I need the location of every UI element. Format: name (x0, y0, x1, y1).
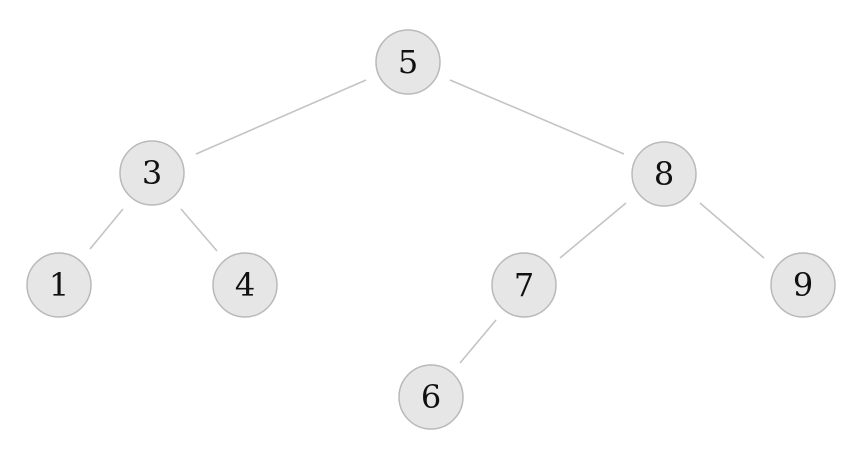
node-label-5: 5 (398, 43, 418, 81)
node-label-4: 4 (235, 266, 255, 304)
edge-5-3 (195, 79, 367, 155)
edge-5-8 (449, 79, 625, 155)
node-label-1: 1 (49, 266, 69, 304)
edge-3-4 (180, 208, 218, 252)
tree-node-4: 4 (212, 252, 278, 318)
node-label-3: 3 (142, 154, 162, 192)
tree-edges (89, 79, 765, 364)
edge-8-7 (559, 202, 627, 259)
tree-node-7: 7 (491, 252, 557, 318)
node-label-8: 8 (654, 155, 674, 193)
edge-8-9 (699, 202, 765, 259)
tree-node-6: 6 (398, 364, 464, 430)
tree-node-5: 5 (375, 29, 441, 95)
edge-3-1 (89, 208, 124, 250)
tree-node-8: 8 (631, 141, 697, 207)
node-label-7: 7 (514, 266, 534, 304)
tree-node-1: 1 (26, 252, 92, 318)
node-label-9: 9 (793, 266, 813, 304)
tree-nodes: 5 3 8 1 4 7 9 6 (26, 29, 836, 430)
tree-node-9: 9 (770, 252, 836, 318)
tree-node-3: 3 (119, 140, 185, 206)
node-label-6: 6 (421, 378, 441, 416)
edge-7-6 (459, 319, 497, 364)
